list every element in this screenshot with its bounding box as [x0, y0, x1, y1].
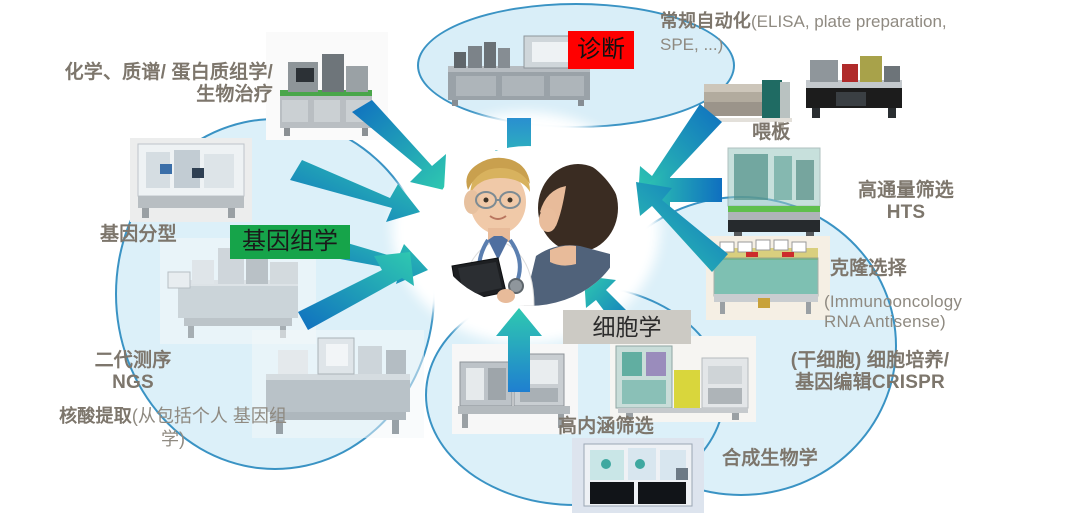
machine-hts-screening-station: [722, 142, 826, 238]
label-clone-selection-detail: (Immunooncology RNA Antisense): [824, 292, 963, 332]
label-routine-automation: 常规自动化(ELISA, plate preparation, SPE, ...…: [660, 10, 960, 55]
label-chem-ms-proteomics: 化学、质谱/ 蛋白质组学/ 生物治疗: [64, 62, 273, 106]
machine-genotyping-enclosure: [130, 138, 252, 222]
machine-nucleic-acid-extractor: [252, 330, 424, 438]
label-plate-feeding: 喂板: [752, 122, 791, 143]
label-genotyping: 基因分型: [100, 224, 177, 245]
label-nucleic-acid-extraction: 核酸提取(从包括个人 基因组学): [58, 405, 288, 450]
label-hts: 高通量筛选 HTS: [857, 180, 954, 224]
label-clone-selection: 克隆选择: [830, 258, 907, 279]
center-doctor-patient-photo: [432, 146, 624, 306]
machine-cell-culture-incubator: [610, 336, 756, 422]
label-ngs: 二代测序 NGS: [94, 350, 172, 394]
machine-elisa-plate-prep: [700, 68, 796, 130]
label-nucleic-acid-extraction-detail: (从包括个人 基因组学): [131, 406, 287, 449]
chip-diagnostics[interactable]: 诊断: [568, 31, 634, 69]
machine-synthetic-biology-platform: [572, 438, 704, 513]
machine-ngs-sequencer: [160, 238, 316, 344]
label-synthetic-biology: 合成生物学: [722, 448, 819, 469]
label-routine-automation-detail: (ELISA, plate preparation, SPE, ...): [660, 12, 947, 54]
machine-clone-picker: [706, 236, 830, 320]
label-high-content-screening: 高内涵筛选: [558, 416, 655, 437]
machine-plate-feeder: [800, 52, 908, 122]
label-nucleic-acid-extraction-bold: 核酸提取: [59, 406, 132, 426]
label-cell-culture-crispr: (干细胞) 细胞培养/ 基因编辑CRISPR: [790, 350, 950, 394]
label-routine-automation-bold: 常规自动化: [660, 11, 751, 31]
chip-cytology[interactable]: 细胞学: [563, 310, 691, 344]
chip-genomics[interactable]: 基因组学: [230, 225, 350, 259]
machine-chemistry-workstation: [266, 32, 388, 140]
